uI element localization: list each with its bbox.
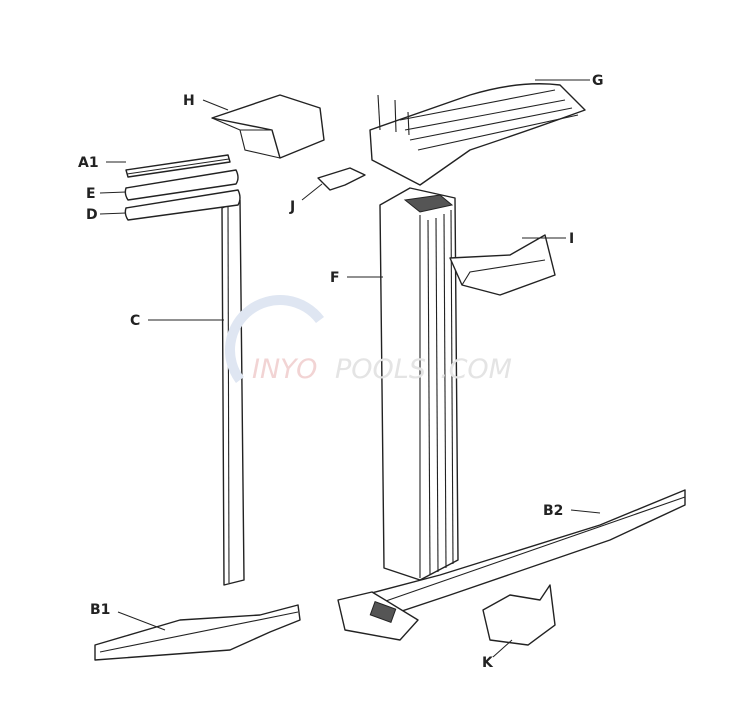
- part-c-upright: [221, 199, 245, 586]
- label-b1: B1: [90, 602, 110, 618]
- label-k: K: [482, 655, 494, 671]
- label-d: D: [86, 207, 98, 223]
- label-j: J: [289, 199, 295, 215]
- part-g-top-rail: [369, 83, 586, 186]
- label-i: I: [569, 231, 574, 247]
- label-f: F: [330, 270, 340, 286]
- part-d-cap: [124, 189, 241, 221]
- part-j-clip: [317, 167, 366, 191]
- label-g: G: [592, 73, 604, 89]
- watermark-swoosh: [225, 295, 324, 383]
- part-h-cap: [211, 94, 325, 159]
- label-c: C: [130, 313, 140, 329]
- part-i-bracket: [449, 234, 556, 296]
- label-a1: A1: [78, 155, 99, 171]
- part-f-upright: [379, 187, 459, 581]
- label-b2: B2: [543, 503, 563, 519]
- watermark-brand-a: INYO: [252, 354, 317, 385]
- watermark: INYO POOLS .COM: [225, 295, 512, 385]
- part-b2-bottom-rail: [337, 489, 686, 641]
- label-h: H: [183, 93, 195, 109]
- leader-lines: [99, 79, 601, 658]
- part-k-connector: [482, 584, 556, 646]
- part-a1-strip: [125, 154, 231, 178]
- part-b1-bottom-plate: [94, 604, 301, 661]
- label-e: E: [86, 186, 96, 202]
